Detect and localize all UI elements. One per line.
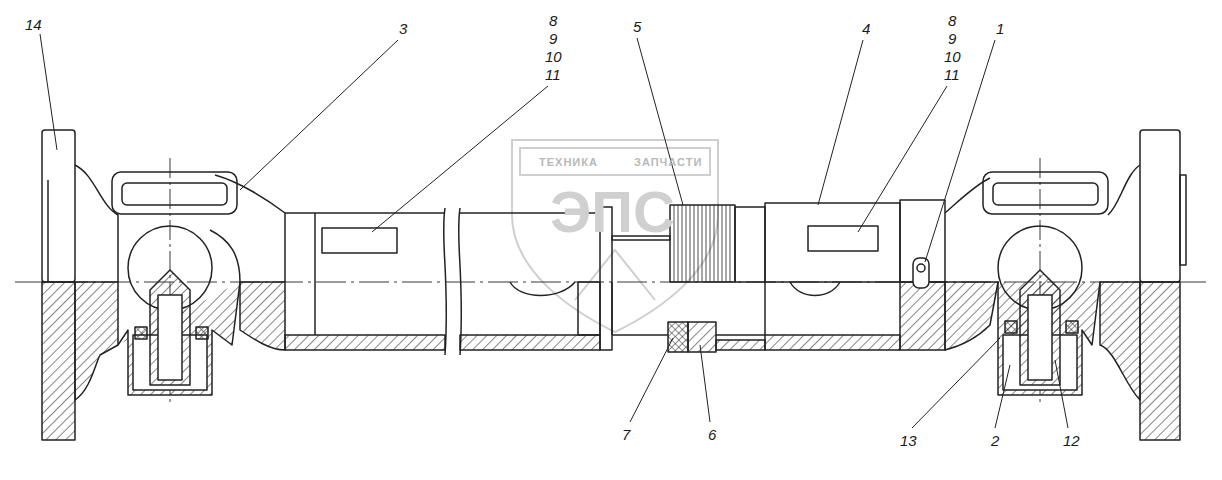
callout-number: 7 [621, 427, 631, 442]
callout-number: 13 [899, 433, 918, 448]
callout-number: 6 [707, 427, 717, 442]
callout-number: 4 [861, 21, 871, 36]
callout-number: 1 [995, 21, 1005, 36]
leader-lines [40, 34, 1068, 428]
callout-number: 9 [548, 31, 558, 46]
watermark-text: ТЕХНИКА [538, 157, 599, 168]
watermark-shield [512, 140, 718, 332]
callout-number: 5 [632, 19, 642, 34]
watermark-text: ЗАПЧАСТИ [633, 157, 703, 168]
callout-number: 11 [943, 67, 961, 82]
watermark-logo: ЭПС [549, 183, 676, 241]
callout-number: 10 [943, 49, 962, 64]
callout-number: 2 [990, 433, 1000, 448]
callout-number: 14 [24, 17, 43, 32]
callout-number: 11 [544, 67, 562, 82]
callout-number: 9 [947, 31, 957, 46]
callout-number: 12 [1062, 433, 1081, 448]
callout-number: 8 [947, 13, 957, 28]
callout-number: 8 [548, 13, 558, 28]
callout-number: 3 [398, 21, 408, 36]
callout-number: 10 [544, 49, 563, 64]
